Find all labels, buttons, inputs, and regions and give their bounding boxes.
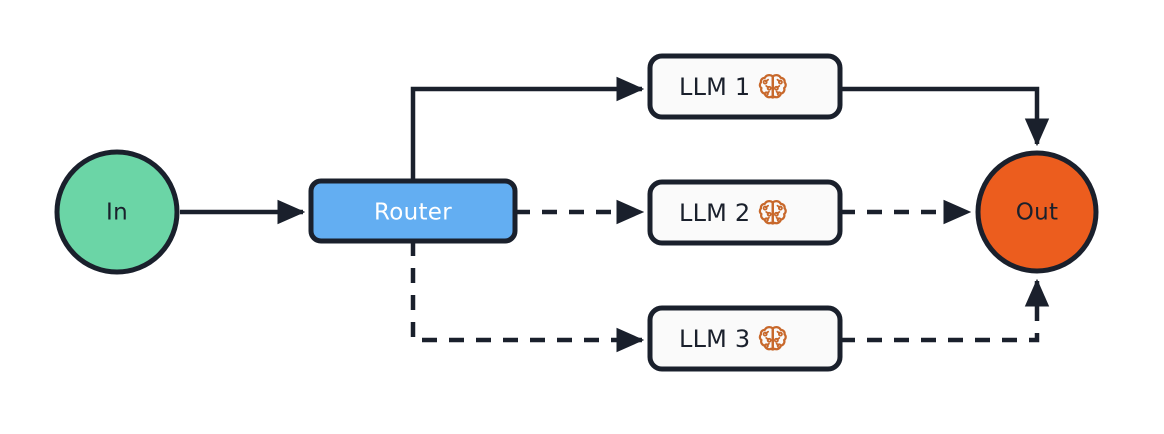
node-llm1[interactable]: LLM 1 [647, 53, 843, 120]
llm3-box [647, 305, 843, 372]
edge-router-to-llm1 [410, 76, 645, 181]
edge-llm1-to-out [840, 86, 1050, 147]
node-input[interactable]: In [54, 149, 180, 275]
llm1-box [647, 53, 843, 120]
router-box [308, 178, 518, 244]
edge-router-to-llm3 [410, 241, 645, 353]
input-circle [54, 149, 180, 275]
llm3-label: LLM 3 [679, 325, 750, 353]
llm2-label: LLM 2 [679, 199, 750, 227]
input-label: In [106, 200, 128, 226]
node-llm3[interactable]: LLM 3 [647, 305, 843, 372]
edge-llm3-to-out [840, 278, 1050, 343]
router-label: Router [374, 200, 452, 226]
node-router[interactable]: Router [308, 178, 518, 244]
edges-layer [180, 76, 1050, 353]
llm1-label: LLM 1 [679, 73, 750, 101]
output-circle [975, 150, 1099, 274]
node-llm2[interactable]: LLM 2 [647, 179, 843, 246]
llm2-box [647, 179, 843, 246]
node-output[interactable]: Out [975, 150, 1099, 274]
output-label: Out [1016, 200, 1059, 226]
